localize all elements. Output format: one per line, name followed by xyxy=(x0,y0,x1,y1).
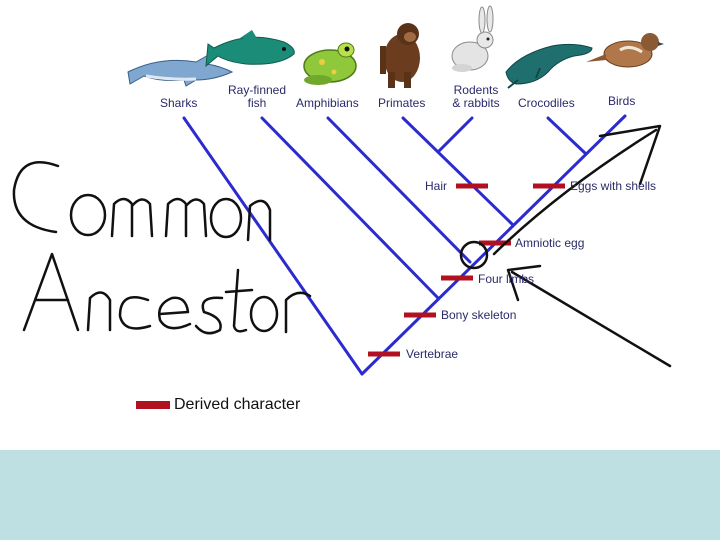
taxon-label-ray-finned-line2: fish xyxy=(247,96,267,110)
crocodile-illustration xyxy=(505,43,593,89)
character-label-vertebrae: Vertebrae xyxy=(406,347,459,361)
legend-swatch xyxy=(136,401,170,409)
taxon-label-sharks: Sharks xyxy=(160,96,198,110)
taxon-label-crocodiles: Crocodiles xyxy=(518,96,575,110)
hw-r xyxy=(284,291,312,334)
fish-illustration xyxy=(205,30,295,68)
legend-label: Derived character xyxy=(174,396,301,413)
hw-t xyxy=(224,268,254,333)
cladogram xyxy=(12,5,672,376)
tree-branches xyxy=(182,114,627,376)
hw-m2 xyxy=(164,197,208,238)
branch-ray-finned xyxy=(260,116,440,300)
hw-o3 xyxy=(249,295,279,333)
taxon-label-ray-finned-line1: Ray-finned xyxy=(227,83,287,97)
taxon-label-primates: Primates xyxy=(378,96,426,110)
shark-illustration xyxy=(127,52,234,87)
hw-n2 xyxy=(86,291,112,332)
branch-amphibians xyxy=(326,116,472,264)
hw-C xyxy=(12,161,60,234)
branch-sharks xyxy=(182,116,364,376)
footer-band xyxy=(0,450,720,540)
character-label-eggs-with-shells: Eggs with shells xyxy=(570,179,657,193)
bird-illustration xyxy=(586,33,664,68)
hw-s xyxy=(194,296,224,335)
taxon-label-ray-finned: Ray-finned fish xyxy=(226,84,288,110)
ancestor-node-circle xyxy=(459,240,489,270)
hw-n xyxy=(246,199,272,242)
branch-primates xyxy=(401,116,514,226)
character-label-amniotic-egg: Amniotic egg xyxy=(515,236,585,250)
character-label-four-limbs: Four limbs xyxy=(478,272,535,286)
hw-e xyxy=(158,296,192,330)
handwritten-annotation xyxy=(12,124,672,368)
arrow-head-upper xyxy=(598,124,662,186)
taxon-label-rodents-line1: Rodents xyxy=(453,83,499,97)
character-label-bony-skeleton: Bony skeleton xyxy=(441,308,517,322)
arrow-shaft-upper xyxy=(492,128,658,256)
character-label-hair: Hair xyxy=(425,179,448,193)
hw-o2 xyxy=(209,197,243,239)
hw-A xyxy=(22,252,80,332)
hw-m1 xyxy=(110,197,154,238)
taxon-label-birds: Birds xyxy=(608,94,636,108)
hw-o1 xyxy=(69,193,107,237)
branch-rodents xyxy=(436,116,474,154)
frog-illustration xyxy=(303,42,357,85)
taxon-label-rodents-line2: & rabbits xyxy=(452,96,500,110)
primate-illustration xyxy=(380,23,420,88)
arrow-head-lower xyxy=(506,264,542,302)
taxon-label-amphibians: Amphibians xyxy=(296,96,359,110)
hw-c xyxy=(118,296,152,330)
arrow-shaft-lower xyxy=(510,270,672,368)
rabbit-illustration xyxy=(451,5,494,72)
taxon-label-rodents-rabbits: Rodents & rabbits xyxy=(448,84,504,110)
branch-crocodiles xyxy=(546,116,588,156)
